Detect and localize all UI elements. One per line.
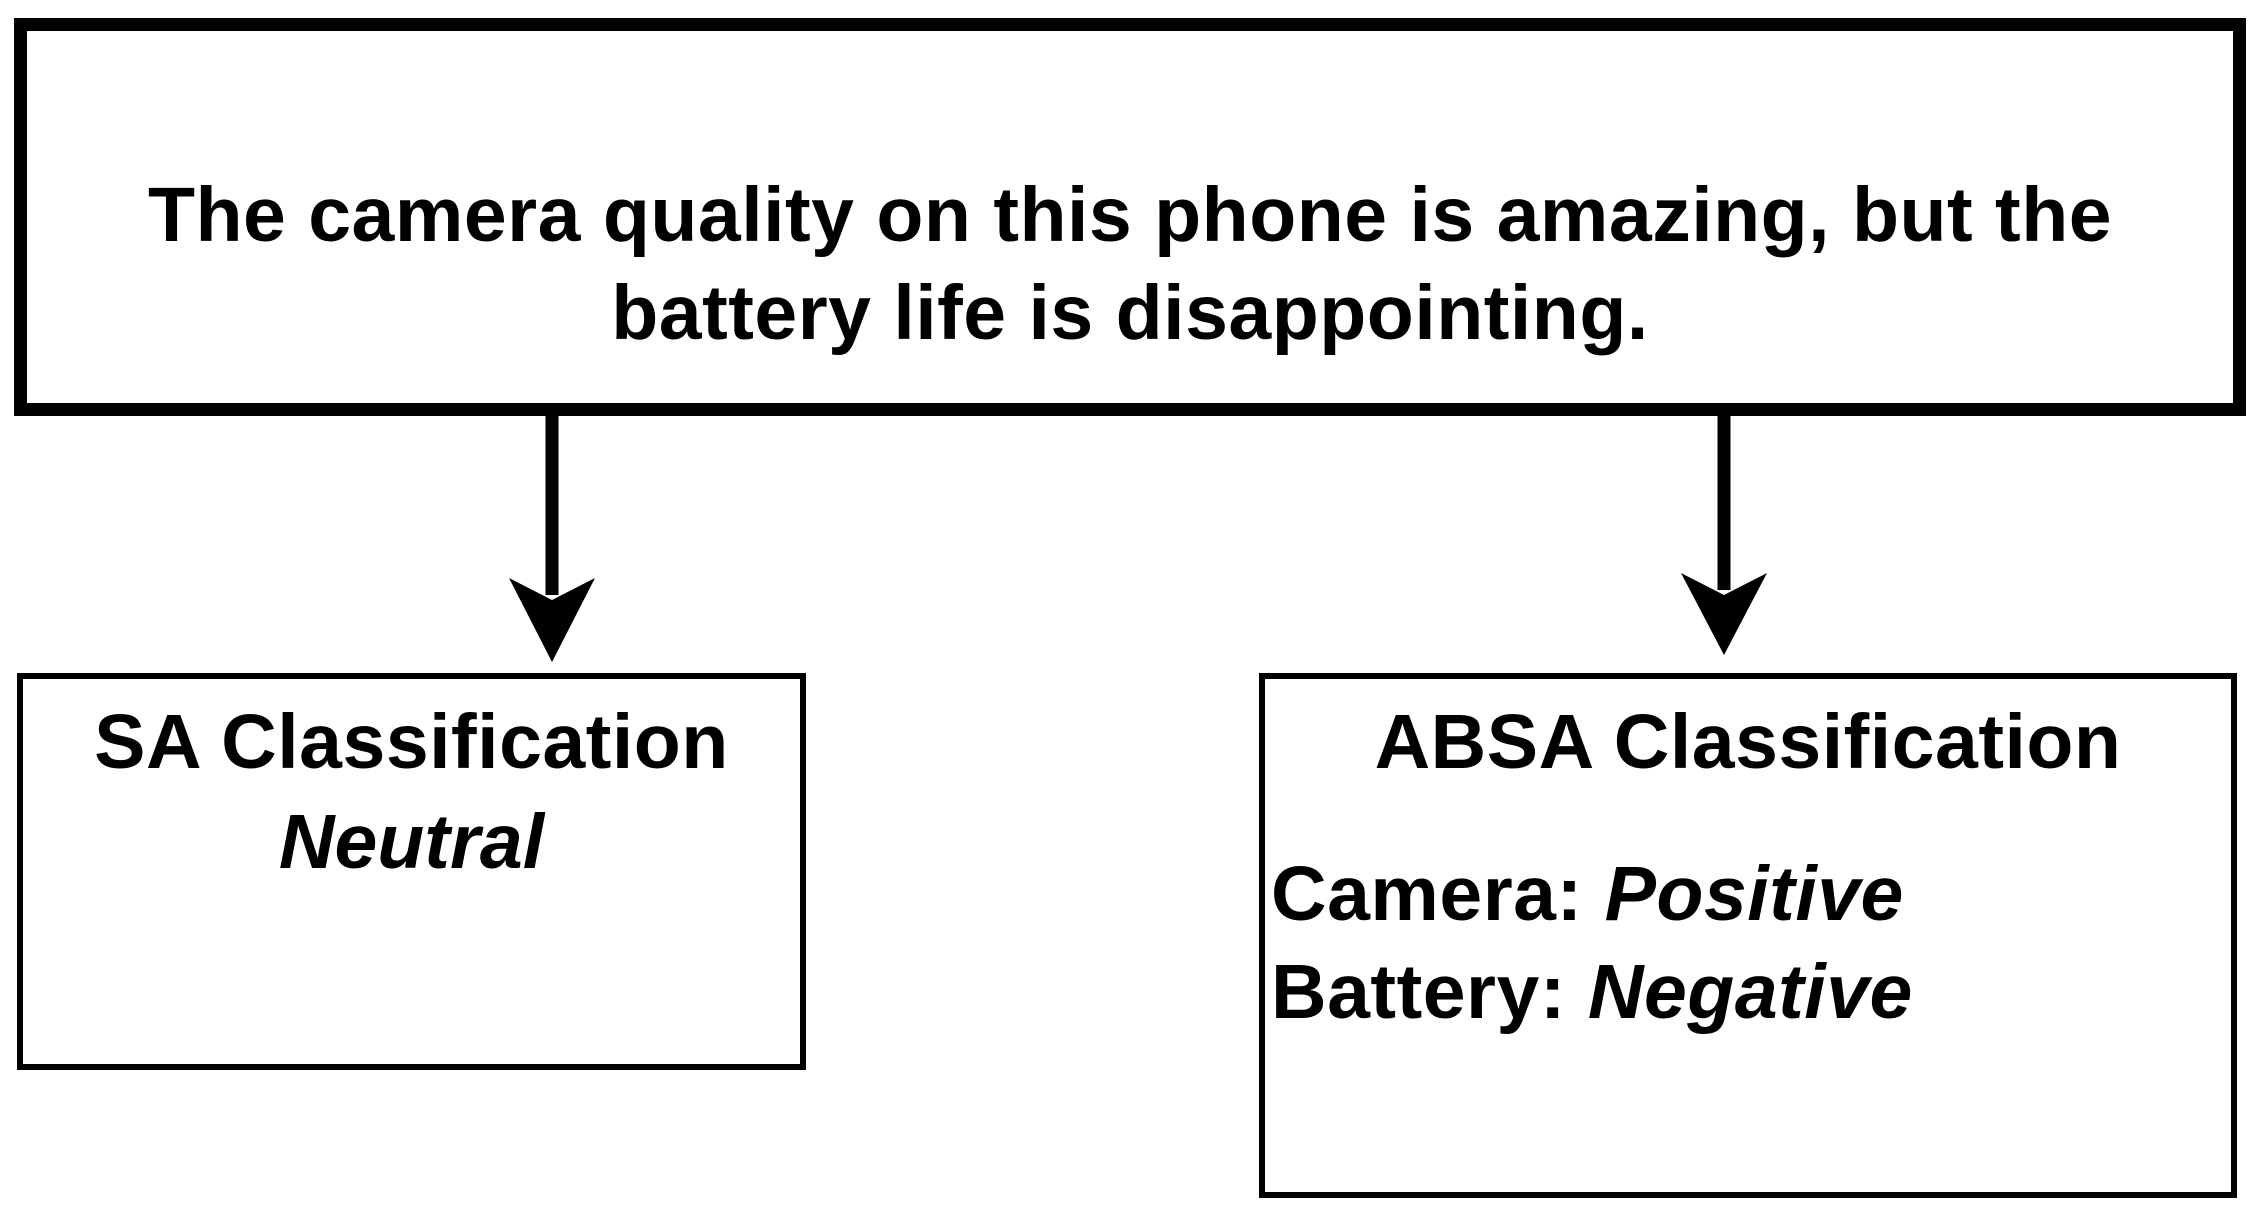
input-sentence-line-2: battery life is disappointing.: [611, 270, 1649, 356]
aspect-row-battery: Battery: Negative: [1271, 947, 1913, 1037]
input-sentence-line-1: The camera quality on this phone is amaz…: [147, 172, 2113, 258]
sa-classification-result: Neutral: [278, 799, 545, 885]
aspect-label: Camera:: [1271, 851, 1583, 937]
sa-classification-title: SA Classification: [94, 699, 729, 785]
absa-classification-title: ABSA Classification: [1374, 699, 2122, 785]
sa-classification-box: SA Classification Neutral: [17, 673, 806, 1070]
aspect-sentiment: Positive: [1604, 851, 1904, 937]
input-sentence: The camera quality on this phone is amaz…: [27, 166, 2233, 362]
arrow-to-absa-head: [1681, 573, 1767, 655]
arrow-to-sa: [509, 414, 595, 662]
input-sentence-box: The camera quality on this phone is amaz…: [14, 18, 2246, 416]
aspect-label: Battery:: [1271, 949, 1566, 1035]
arrow-to-sa-head: [509, 578, 595, 662]
aspect-row-camera: Camera: Positive: [1271, 849, 1904, 939]
aspect-sentiment: Negative: [1587, 949, 1913, 1035]
absa-classification-box: ABSA Classification Camera: Positive Bat…: [1259, 673, 2237, 1198]
arrow-to-absa: [1681, 414, 1767, 655]
